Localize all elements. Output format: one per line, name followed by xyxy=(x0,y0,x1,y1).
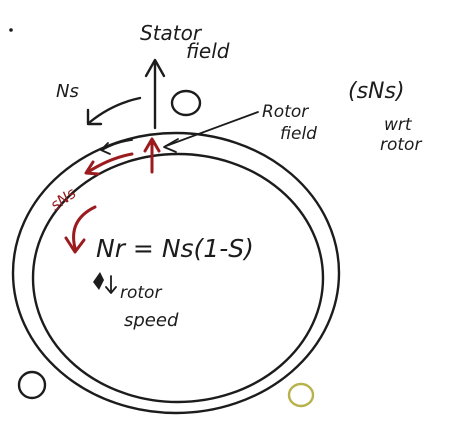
stator-field-arrow xyxy=(144,58,166,130)
ns-label: Ns xyxy=(56,81,79,102)
slip-arc-arrow-black xyxy=(100,139,133,155)
rotor-inner-circle xyxy=(31,152,325,404)
rotor-field-pointer xyxy=(163,111,259,153)
rotor-speed-label-1: rotor xyxy=(120,283,162,303)
small-circle-bottom-right xyxy=(287,382,315,408)
wrt-label: wrt xyxy=(384,115,413,135)
rotor-field-label-1: Rotor xyxy=(262,102,309,122)
sns-paren-label: (sNs) xyxy=(348,79,405,104)
stator-field-label-2: field xyxy=(186,39,230,63)
rotor-speed-equation: Nr = Ns(1-S) xyxy=(96,234,254,263)
rotor-speed-marker xyxy=(93,272,117,294)
stator-field-label-1: Stator xyxy=(140,21,203,45)
wrt-rotor-label: rotor xyxy=(380,135,422,155)
rotor-field-label-2: field xyxy=(280,124,317,144)
small-circle-bottom-left xyxy=(17,370,47,400)
rotor-field-red-arrow xyxy=(143,137,161,174)
slip-sns-label: sNs xyxy=(47,184,79,214)
rotor-rotation-arrow xyxy=(64,205,97,254)
slip-arc-arrow-red xyxy=(84,152,134,176)
rotor-speed-label-2: speed xyxy=(124,310,179,331)
ns-rotation-arrow xyxy=(86,96,142,126)
small-circle-top xyxy=(170,89,202,117)
stator-outer-circle xyxy=(11,131,341,415)
stray-dot xyxy=(9,28,13,32)
